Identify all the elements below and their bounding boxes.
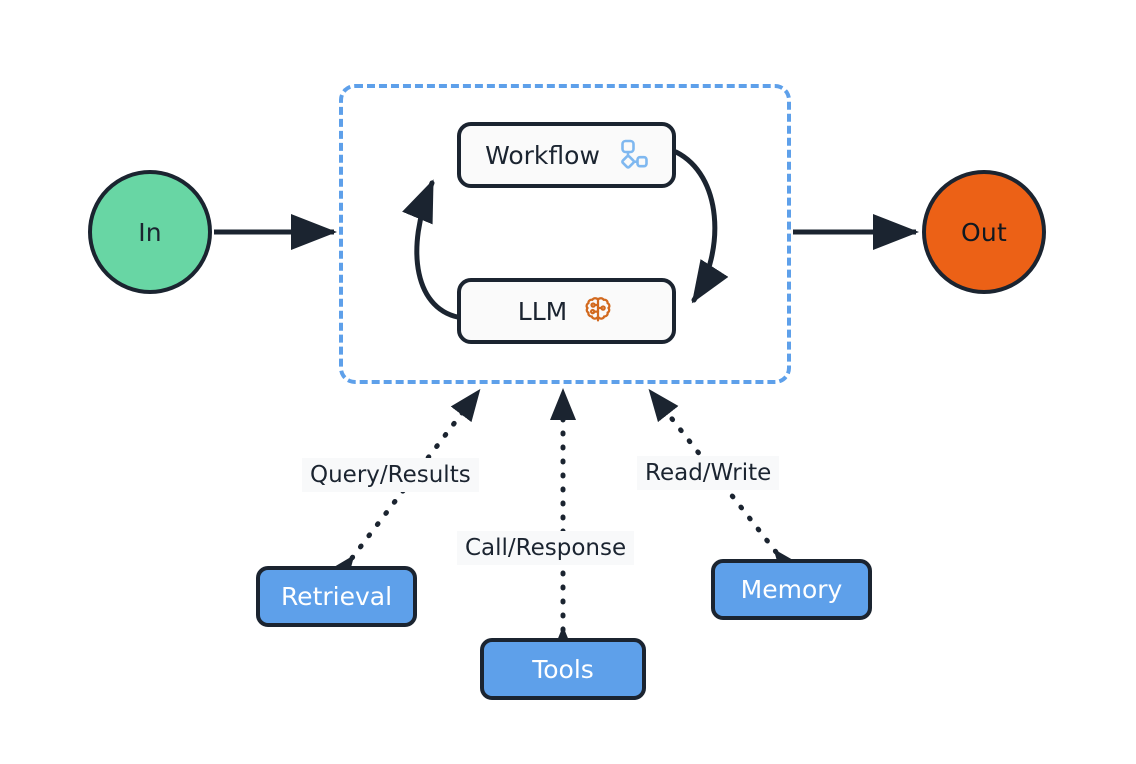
node-input-label: In [138, 217, 162, 247]
node-memory-label: Memory [740, 575, 843, 604]
node-llm[interactable]: LLM [457, 278, 676, 344]
edge-workflow-to-llm [673, 149, 729, 304]
edge-label-call-response: Call/Response [457, 531, 635, 566]
node-memory[interactable]: Memory [711, 559, 872, 620]
node-retrieval[interactable]: Retrieval [256, 566, 417, 627]
node-llm-label: LLM [517, 296, 568, 326]
edge-label-query-results: Query/Results [302, 458, 479, 493]
edge-label-read-write: Read/Write [637, 456, 780, 491]
node-tools-label: Tools [532, 654, 594, 684]
workflow-graph-icon [614, 138, 648, 172]
agent-container [339, 84, 791, 384]
node-input[interactable]: In [88, 170, 212, 294]
brain-icon [581, 294, 615, 328]
node-workflow[interactable]: Workflow [457, 122, 676, 188]
node-retrieval-label: Retrieval [280, 582, 393, 611]
edge-agent-memory [648, 388, 804, 583]
node-workflow-label: Workflow [485, 140, 600, 170]
node-tools[interactable]: Tools [480, 638, 646, 700]
node-output[interactable]: Out [922, 170, 1046, 294]
edge-llm-to-workflow [402, 179, 466, 321]
node-output-label: Out [961, 217, 1007, 247]
